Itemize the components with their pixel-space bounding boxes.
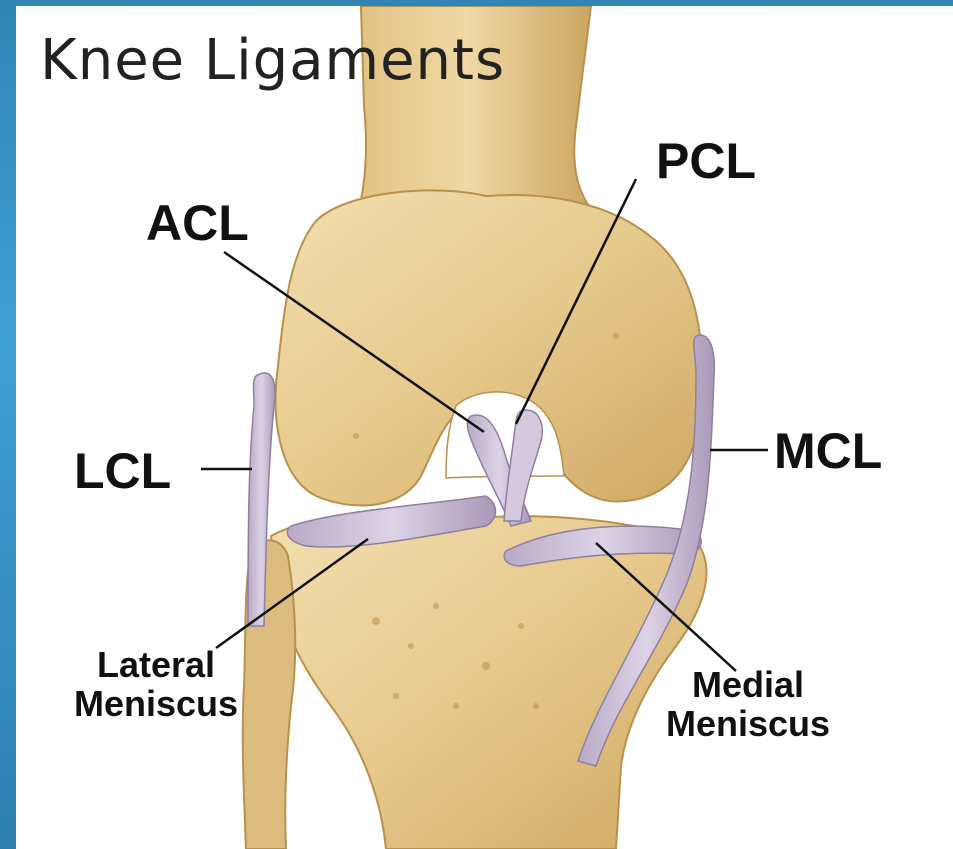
pcl-label: PCL xyxy=(656,134,756,188)
medial-meniscus-label-line1: Medial xyxy=(666,666,830,705)
lateral-meniscus-label-line1: Lateral xyxy=(74,646,238,685)
lateral-meniscus-label-line2: Meniscus xyxy=(74,685,238,724)
medial-meniscus-label-line2: Meniscus xyxy=(666,705,830,744)
tibia xyxy=(271,515,706,849)
lateral-meniscus-label: Lateral Meniscus xyxy=(74,646,238,724)
acl-label: ACL xyxy=(146,196,249,250)
page-title: Knee Ligaments xyxy=(40,28,505,93)
diagram-canvas: Knee Ligaments ACL PCL LCL MCL Lateral M… xyxy=(16,6,953,849)
mcl-label: MCL xyxy=(774,424,882,478)
lcl-label: LCL xyxy=(74,444,171,498)
medial-meniscus-label: Medial Meniscus xyxy=(666,666,830,744)
